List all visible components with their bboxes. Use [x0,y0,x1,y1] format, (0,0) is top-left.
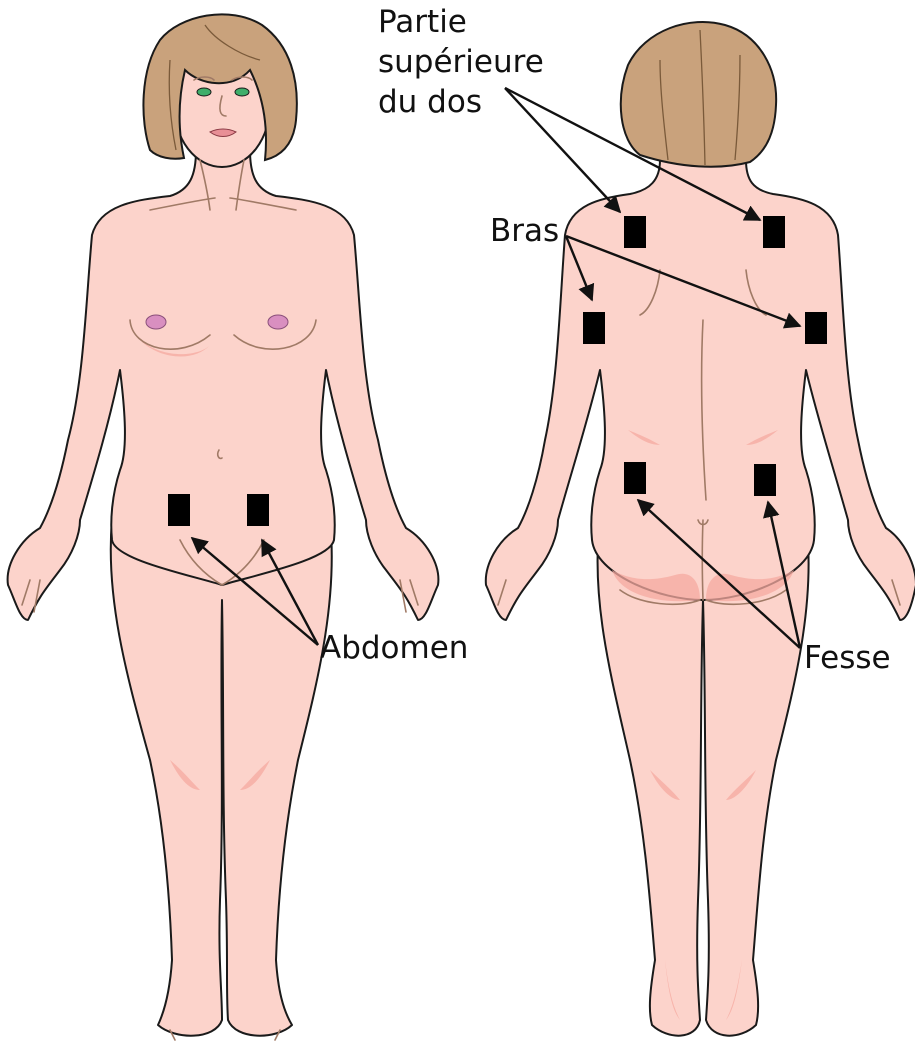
patch-upper-back-right [763,216,785,248]
arrow-upper-back-left [505,88,620,212]
back-hair [621,22,776,167]
patch-upper-back-left [624,216,646,248]
patch-buttock-left [624,462,646,494]
label-abdomen: Abdomen [320,630,468,666]
patch-arm-left [583,312,605,344]
label-upper-back-line1: Partie [378,4,467,40]
label-arms: Bras [490,213,559,249]
label-upper-back-line3: du dos [378,84,482,120]
patch-abdomen-left [168,494,190,526]
label-buttocks: Fesse [804,640,891,676]
front-figure [8,14,439,1040]
back-figure [486,22,915,1036]
patch-abdomen-right [247,494,269,526]
patch-buttock-right [754,464,776,496]
label-upper-back-line2: supérieure [378,44,544,80]
front-legs [111,520,332,1036]
front-torso [8,150,439,620]
patch-arm-right [805,312,827,344]
